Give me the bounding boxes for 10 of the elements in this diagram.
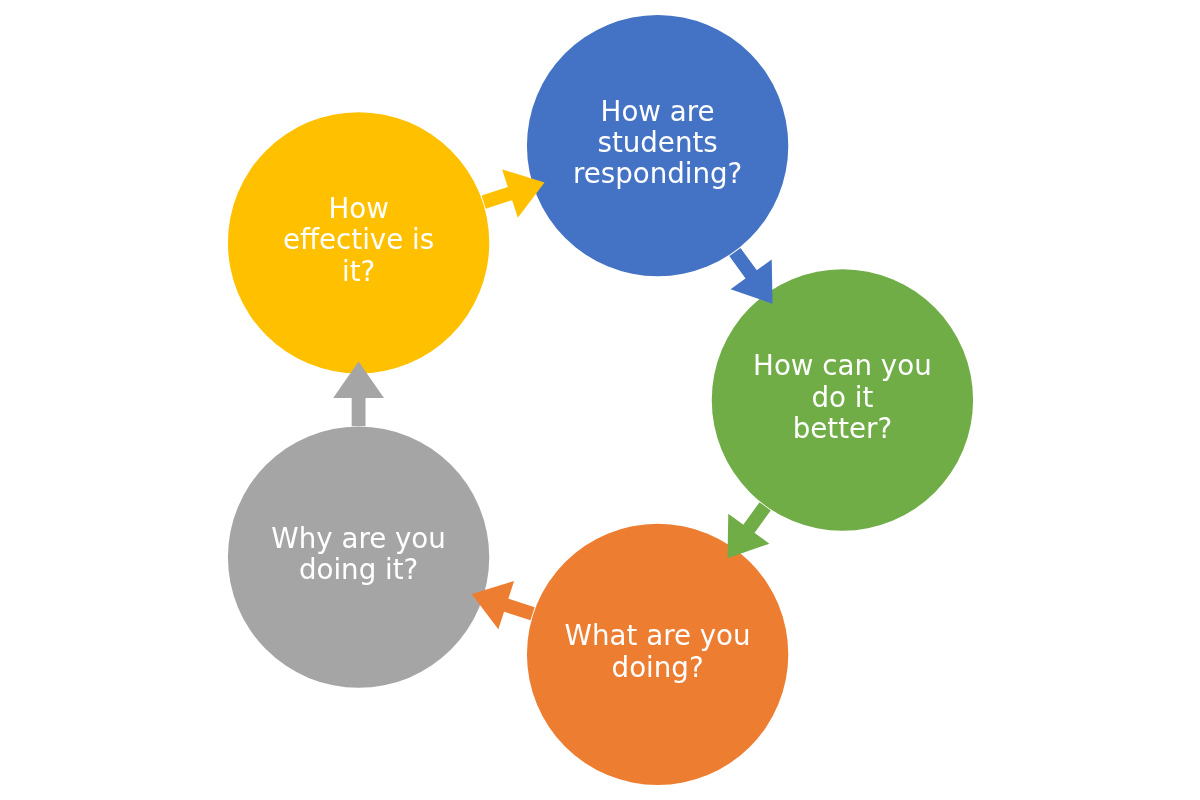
node-circle: What are you doing? [526, 523, 788, 786]
node-circle: Why are you doing it? [227, 426, 489, 688]
arrow [727, 502, 771, 559]
arrow [481, 169, 545, 218]
arrow [728, 247, 773, 304]
node-circle: How are students responding? [526, 14, 788, 277]
node-circle: How can you do it better? [711, 269, 973, 531]
node-circle: How effective is it? [227, 112, 489, 374]
arrow [332, 361, 384, 427]
arrow [471, 581, 535, 630]
